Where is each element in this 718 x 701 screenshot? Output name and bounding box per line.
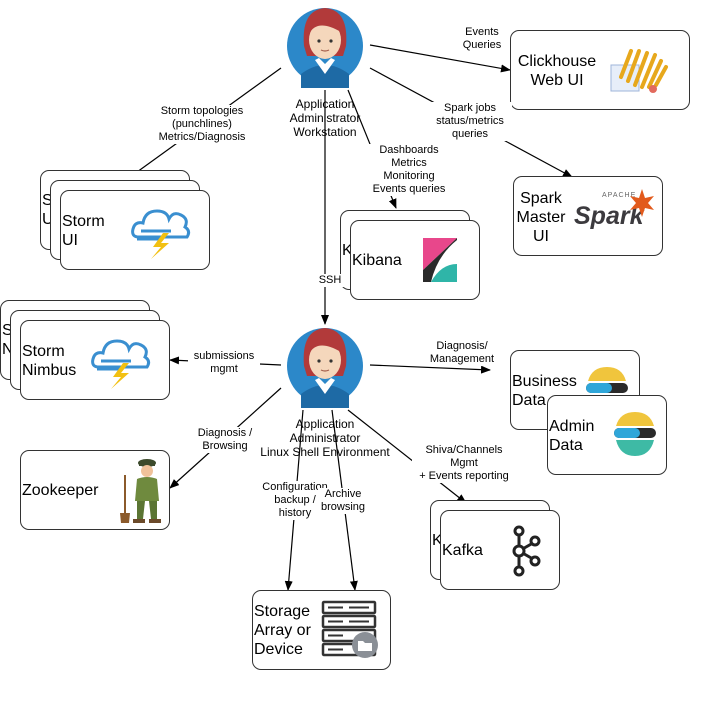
edge-label-shiva-channels: Shiva/Channels Mgmt + Events reporting — [412, 444, 516, 483]
storage-node: Storage Array or Device — [252, 590, 391, 670]
storm-nimbus-node: Storm Nimbus — [20, 320, 170, 400]
spark-logo-icon: APACHE Spark — [574, 189, 654, 230]
spark-logo-apache: APACHE — [602, 192, 636, 199]
workstation-label: Application Administrator Workstation — [289, 97, 361, 139]
kafka-node: Kafka — [440, 510, 560, 590]
zookeeper-node: Zookeeper — [20, 450, 170, 530]
edge-label-diagnosis-browsing: Diagnosis / Browsing — [190, 427, 260, 453]
kibana-node: Kibana — [350, 220, 480, 300]
zookeeper-label: Zookeeper — [22, 482, 99, 499]
storage-server-icon — [321, 600, 378, 658]
edge-label-diagnosis-management: Diagnosis/ Management — [424, 340, 500, 366]
storm-ui-back-label: S U — [42, 192, 54, 228]
storm-ui-label: Storm UI — [62, 213, 105, 249]
storm-nimbus-label: Storm Nimbus — [22, 343, 77, 379]
storm-ui-node: Storm UI — [60, 190, 210, 270]
storm-nimbus-back-label: S N — [2, 322, 14, 358]
storm-ui-icon — [131, 209, 191, 259]
zookeeper-icon — [120, 459, 161, 523]
kibana-label: Kibana — [352, 252, 402, 269]
clickhouse-icon — [610, 49, 668, 93]
clickhouse-label: Clickhouse Web UI — [517, 53, 597, 89]
edge-shiva-channels — [347, 409, 467, 504]
admin-data-node: Admin Data — [547, 395, 667, 475]
edge-label-submissions: submissions mgmt — [188, 350, 260, 376]
admin-data-label: Admin Data — [549, 418, 595, 454]
spark-master-label: Spark Master UI — [516, 190, 566, 245]
edge-label-ssh: SSH — [316, 274, 344, 287]
kafka-icon — [512, 525, 541, 577]
business-data-label: Business Data — [512, 373, 577, 409]
kibana-icon — [423, 238, 457, 282]
edge-label-archive-browsing: Archive browsing — [318, 488, 368, 514]
storm-nimbus-icon — [91, 339, 151, 389]
spark-logo-text: Spark — [574, 202, 645, 230]
edge-label-events-queries: Events Queries — [458, 26, 506, 52]
kafka-label: Kafka — [442, 542, 483, 559]
clickhouse-node: Clickhouse Web UI — [510, 30, 690, 110]
shell-environment-label: Application Administrator Linux Shell En… — [260, 417, 390, 459]
shell-environment-person-icon — [287, 328, 363, 408]
edge-diagnosis-management — [369, 364, 491, 374]
edge-label-spark-jobs: Spark jobs status/metrics queries — [428, 102, 512, 141]
admin-data-elastic-icon — [614, 412, 656, 456]
edge-label-storm-topologies: Storm topologies (punchlines) Metrics/Di… — [154, 105, 250, 144]
kafka-back-label: K — [432, 532, 443, 549]
edge-label-dashboards: Dashboards Metrics Monitoring Events que… — [366, 144, 452, 196]
edge-events-queries — [369, 44, 511, 73]
spark-master-node: Spark Master UI APACHE Spark — [513, 176, 663, 256]
storage-label: Storage Array or Device — [254, 603, 311, 658]
kibana-back-label: K — [342, 242, 353, 259]
workstation-person-icon — [287, 8, 363, 88]
